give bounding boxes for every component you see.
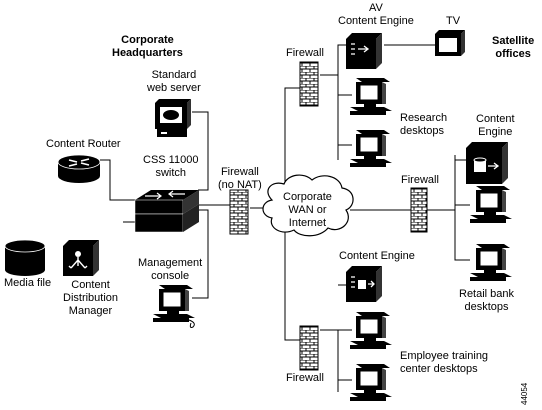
training-desktop-icon (349, 363, 393, 402)
firewall-nonat-label: Firewall (no NAT) (218, 166, 262, 191)
retail-desktop-icon (469, 243, 513, 282)
management-console-icon (152, 284, 196, 328)
wan-cloud-icon (262, 174, 354, 237)
content-engine-right-label: Content Engine (476, 113, 515, 138)
content-engine-bottom-label: Content Engine (339, 250, 415, 262)
cdm-label: Content Distribution Manager (63, 279, 119, 317)
firewall-nonat-icon (229, 189, 249, 235)
retail-label: Retail bank desktops (459, 288, 515, 313)
media-file-label: Media file (4, 277, 52, 289)
research-desktop-icon (349, 129, 393, 168)
firewall-top-icon (299, 61, 319, 107)
cdm-icon (63, 240, 99, 276)
content-engine-right-icon (466, 142, 508, 184)
retail-desktop-icon (469, 185, 513, 224)
content-engine-bottom-icon (346, 266, 382, 302)
media-file-icon (4, 239, 46, 276)
firewall-bottom-icon (299, 325, 319, 371)
firewall-bottom-label: Firewall (286, 372, 324, 384)
av-content-engine-icon (346, 33, 382, 69)
content-router-icon (57, 154, 101, 183)
research-label: Research desktops (400, 112, 448, 137)
firewall-right-icon (410, 187, 428, 233)
hq-region-label: Corporate Headquarters (112, 34, 183, 59)
satellite-region-label: Satellite offices (492, 35, 535, 60)
research-desktop-icon (349, 77, 393, 116)
firewall-top-label: Firewall (286, 47, 324, 59)
tv-icon (435, 30, 465, 56)
wan-label: Corporate WAN or Internet (283, 191, 332, 229)
mgmt-console-label: Management console (138, 257, 203, 282)
av-engine-label: AV Content Engine (338, 2, 414, 27)
content-router-label: Content Router (46, 138, 121, 150)
web-server-icon (155, 99, 191, 137)
tv-label: TV (446, 15, 461, 27)
css-switch-label: CSS 11000 switch (143, 154, 199, 179)
web-server-label: Standard web server (147, 69, 201, 94)
training-desktop-icon (349, 311, 393, 350)
css-switch-icon (134, 190, 199, 233)
training-label: Employee training center desktops (400, 350, 489, 375)
firewall-right-label: Firewall (401, 174, 439, 186)
figure-id: 44054 (520, 382, 529, 405)
connection-lines (100, 44, 470, 392)
